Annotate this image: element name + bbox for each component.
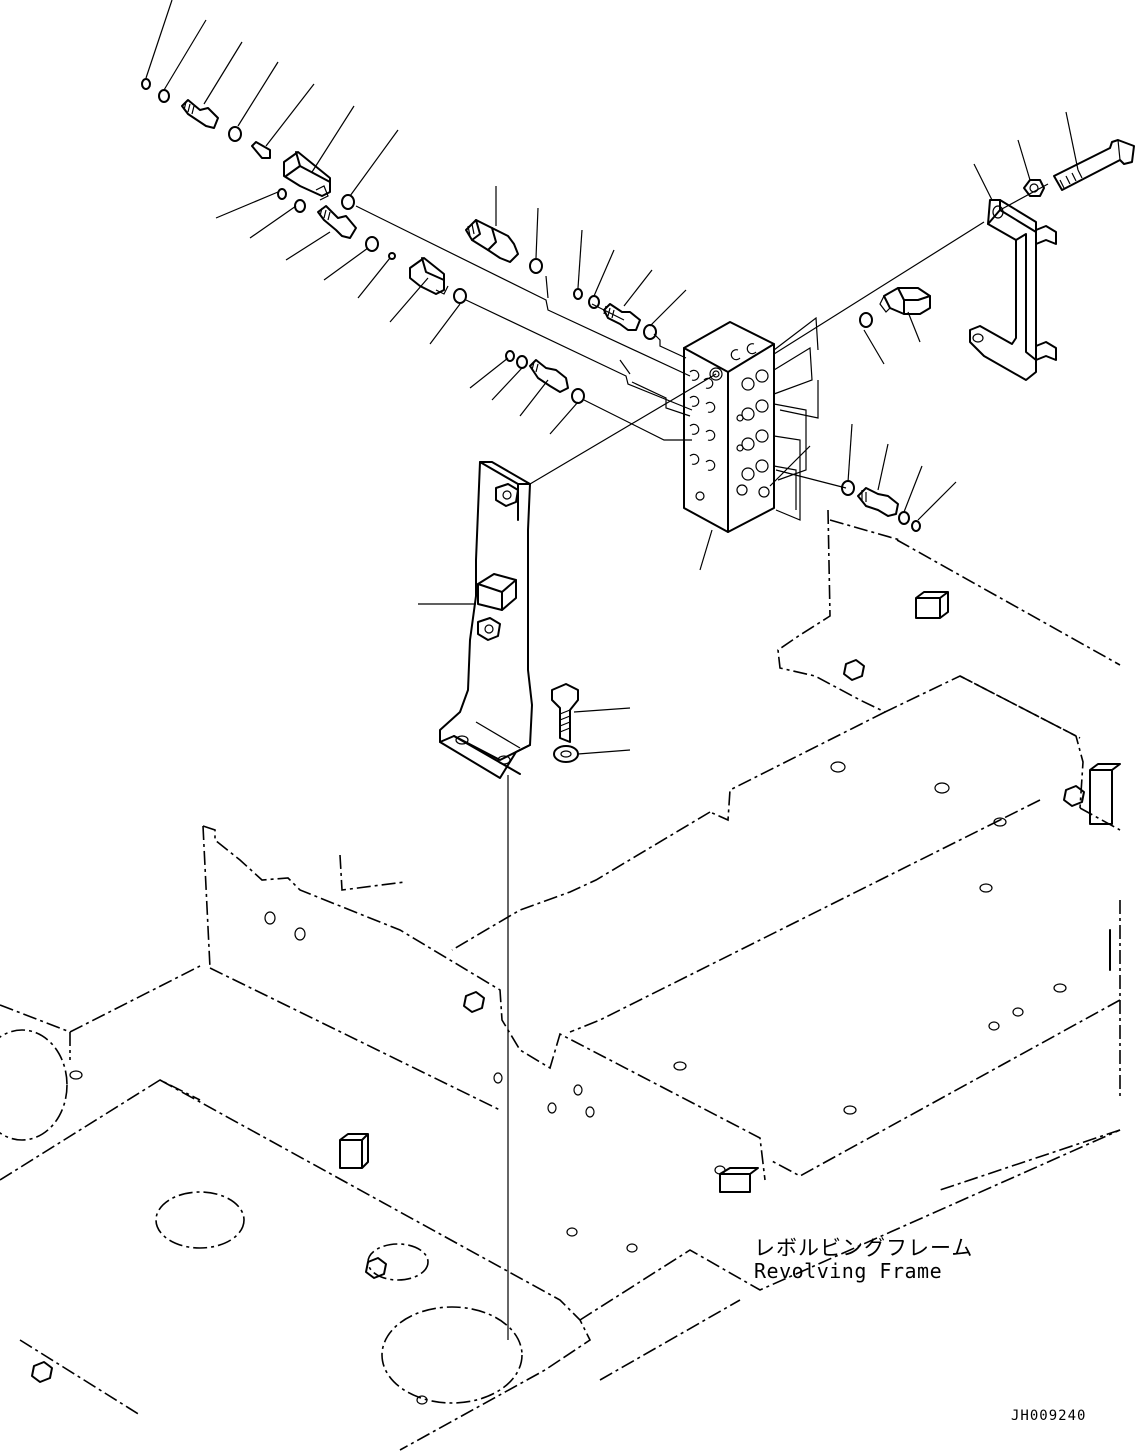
- manifold-block: [683, 316, 819, 533]
- o-rings: [141, 78, 921, 532]
- frame-name-jp: レボルビングフレーム: [754, 1236, 974, 1260]
- mounting-bracket: [439, 461, 579, 1340]
- bracket-right: [969, 139, 1135, 381]
- fittings: [181, 99, 931, 517]
- frame-name-en: Revolving Frame: [754, 1259, 943, 1283]
- drawing-number: JH009240: [1011, 1408, 1087, 1424]
- revolving-frame-outline: [0, 509, 1121, 1451]
- leader-lines: [145, 0, 1079, 755]
- assembly-lines: [355, 205, 985, 489]
